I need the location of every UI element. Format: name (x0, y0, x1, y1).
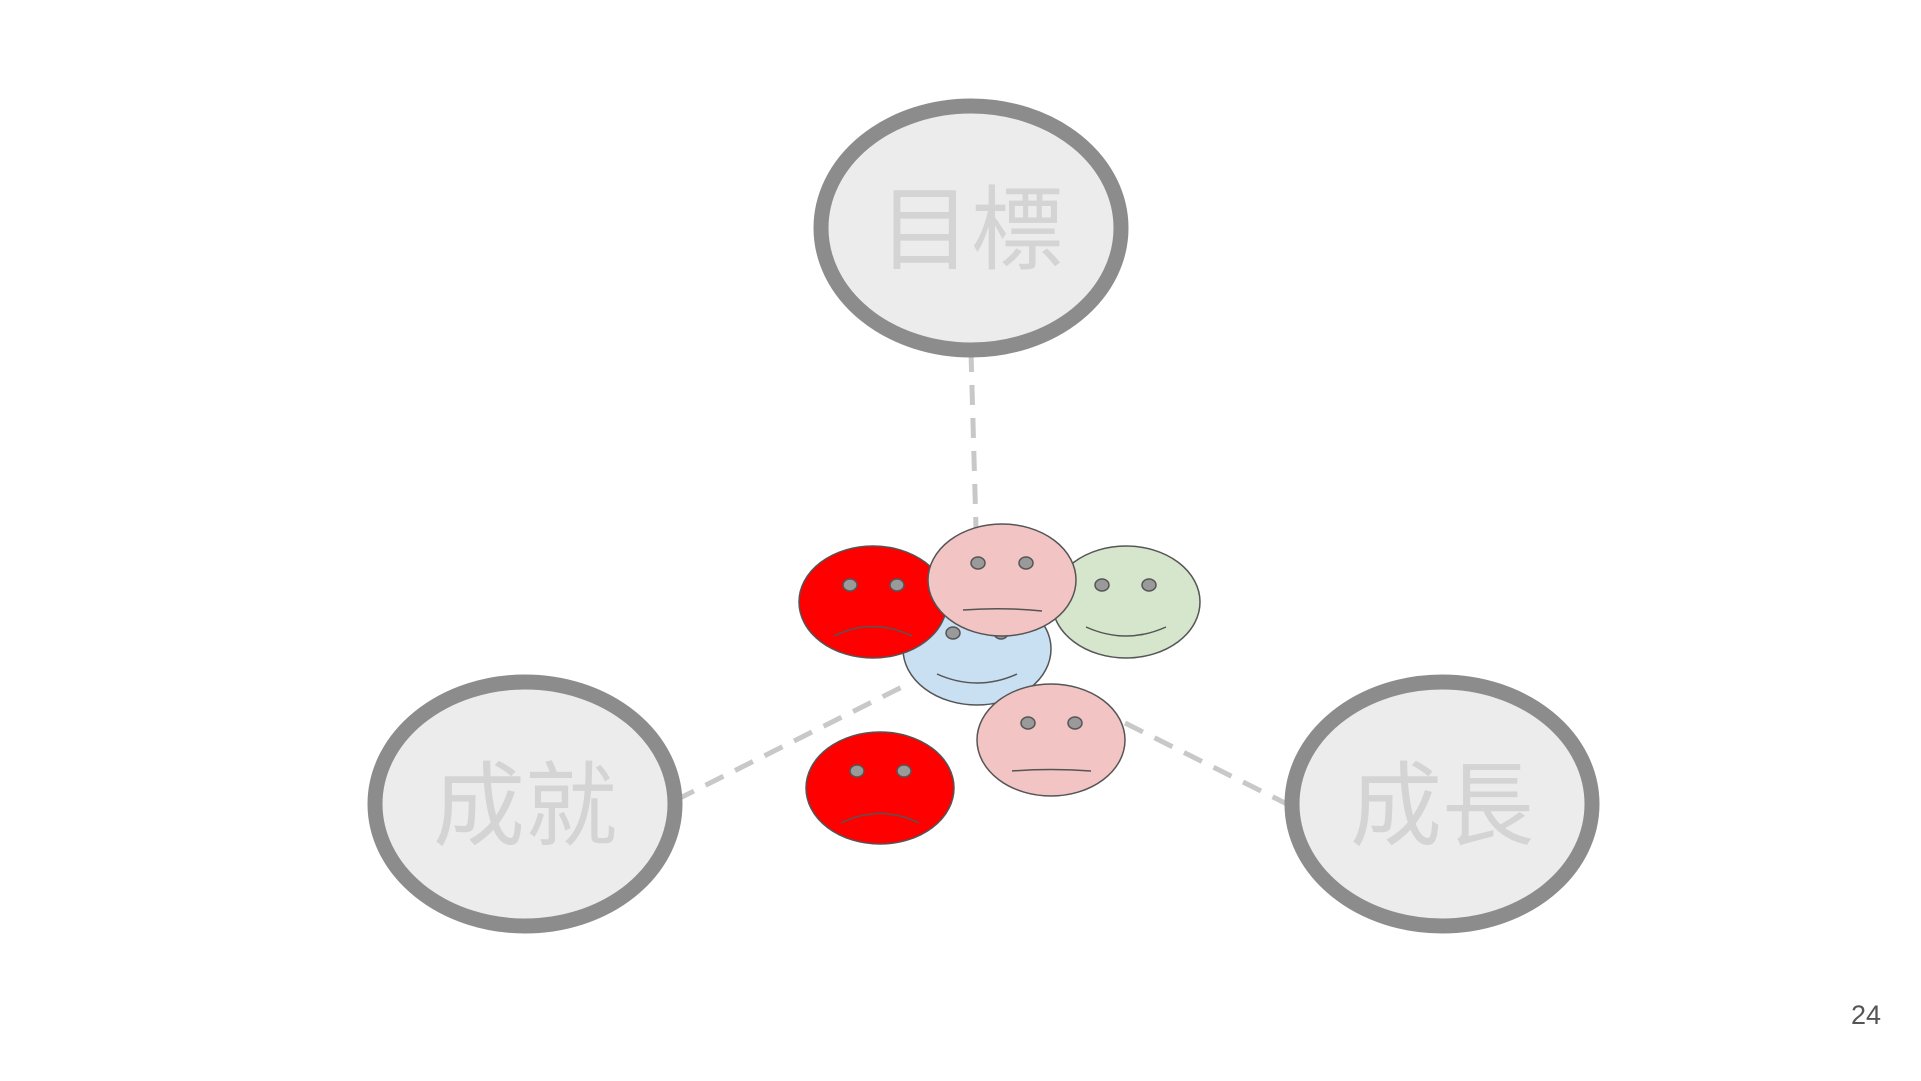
connector-achievement (674, 680, 912, 803)
node-growth-label: 成長 (1350, 753, 1534, 860)
connectors (674, 351, 1297, 811)
neutral-face-pink-icon (927, 523, 1077, 637)
page-number: 24 (1850, 1000, 1881, 1030)
node-goal: 目標 (813, 98, 1129, 358)
node-achievement-label: 成就 (433, 753, 617, 860)
node-achievement: 成就 (367, 674, 683, 934)
sad-face-red-icon (798, 545, 948, 659)
node-growth: 成長 (1284, 674, 1600, 934)
happy-face-green-icon (1051, 545, 1201, 659)
neutral-face-pink-icon (976, 683, 1126, 797)
connector-growth (1123, 720, 1297, 811)
node-goal-label: 目標 (879, 177, 1063, 284)
connector-goal (968, 351, 979, 529)
sad-face-red-icon (805, 731, 955, 845)
faces-cluster (798, 523, 1201, 845)
